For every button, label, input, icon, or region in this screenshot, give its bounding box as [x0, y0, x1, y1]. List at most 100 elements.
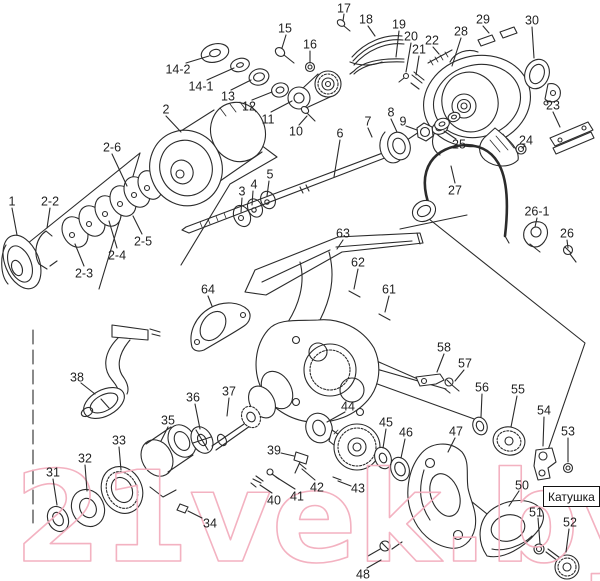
part-label-61: 61 [382, 283, 396, 297]
leader-line-58 [436, 353, 445, 373]
spool-callout: Катушка [543, 486, 600, 507]
part-label-9: 9 [400, 115, 407, 129]
leader-line-19 [395, 30, 400, 58]
leader-line-40 [259, 484, 273, 494]
part-label-2-4: 2-4 [108, 249, 126, 263]
part-label-46: 46 [399, 426, 413, 440]
part-label-37: 37 [222, 385, 236, 399]
leader-line-2-6 [111, 153, 128, 187]
leader-line-9 [405, 125, 418, 131]
leader-line-55 [510, 395, 518, 428]
part-label-58: 58 [437, 341, 451, 355]
part-label-25: 25 [452, 138, 466, 152]
leader-line-44 [326, 411, 346, 423]
part-label-28: 28 [454, 25, 468, 39]
spool-callout-label: Катушка [548, 489, 595, 504]
leader-line-7 [367, 127, 373, 138]
part-label-26: 26 [560, 227, 574, 241]
part-label-20: 20 [404, 30, 418, 44]
leader-line-1 [11, 207, 18, 236]
part-label-45: 45 [379, 416, 393, 430]
part-label-27: 27 [448, 184, 462, 198]
leader-line-13 [230, 79, 252, 91]
part-label-2-6: 2-6 [103, 141, 121, 155]
leader-line-18 [367, 25, 376, 37]
part-label-11: 11 [262, 113, 275, 127]
leader-line-41 [275, 476, 296, 490]
part-label-30: 30 [525, 14, 539, 28]
leader-lines [11, 13, 570, 569]
part-label-40: 40 [267, 494, 281, 508]
leader-line-26-1 [534, 217, 538, 228]
lower-left-group [46, 405, 262, 533]
part-label-39: 39 [267, 444, 281, 458]
part-label-32: 32 [78, 452, 92, 466]
leader-line-38 [80, 382, 96, 395]
leader-line-63 [336, 239, 344, 250]
part-label-2-3: 2-3 [75, 267, 93, 281]
leader-line-2-5 [132, 215, 143, 235]
leader-line-32 [84, 464, 88, 492]
leader-line-22 [432, 46, 440, 55]
leader-line-30 [531, 26, 535, 59]
part-label-62: 62 [351, 256, 365, 270]
part-label-63: 63 [336, 227, 350, 241]
leader-line-57 [454, 369, 465, 382]
part-label-36: 36 [186, 391, 200, 405]
part-label-55: 55 [511, 383, 525, 397]
part-label-6: 6 [337, 127, 344, 141]
watermark: 21vek.by [14, 444, 600, 581]
part-label-35: 35 [161, 414, 175, 428]
part-label-18: 18 [359, 13, 373, 27]
leader-line-37 [226, 397, 230, 417]
part-label-5: 5 [267, 168, 274, 182]
leader-line-42 [301, 468, 316, 481]
part-label-22: 22 [425, 34, 439, 48]
leader-line-62 [353, 268, 359, 290]
leader-line-61 [384, 295, 390, 313]
leader-line-5 [266, 180, 270, 197]
part-label-43: 43 [351, 482, 365, 496]
part-label-12: 12 [242, 100, 256, 114]
leader-line-35 [160, 426, 169, 442]
leader-line-2-3 [74, 243, 85, 267]
gear-cluster-group [250, 412, 410, 557]
part-label-2: 2 [163, 103, 170, 117]
leader-line-23 [552, 111, 561, 128]
leader-line-2-4 [108, 220, 118, 249]
part-label-21: 21 [412, 43, 426, 57]
leader-line-31 [52, 478, 58, 506]
part-label-15: 15 [278, 22, 292, 36]
leader-line-6 [333, 139, 341, 178]
leader-line-25 [443, 130, 457, 140]
right-cluster-group [407, 416, 580, 580]
leader-line-14-1 [206, 67, 235, 81]
leader-line-52 [565, 528, 570, 553]
part-label-51: 51 [529, 506, 543, 520]
leader-line-36 [194, 403, 201, 430]
part-label-64: 64 [201, 283, 215, 297]
part-label-41: 41 [290, 490, 304, 504]
part-label-10: 10 [289, 125, 303, 139]
leader-line-3 [240, 197, 243, 213]
part-label-52: 52 [563, 516, 577, 530]
part-label-2-5: 2-5 [134, 235, 152, 249]
leader-line-46 [400, 438, 406, 459]
part-label-23: 23 [546, 99, 560, 113]
part-label-50: 50 [515, 479, 529, 493]
part-label-14-2: 14-2 [165, 63, 190, 77]
part-label-47: 47 [449, 425, 463, 439]
part-label-44: 44 [341, 400, 355, 414]
leader-line-10 [298, 115, 308, 126]
part-label-17: 17 [337, 2, 351, 16]
part-label-7: 7 [365, 115, 372, 129]
part-label-2-2: 2-2 [41, 195, 59, 209]
shaft-group [181, 111, 461, 234]
leader-line-34 [187, 510, 203, 519]
leader-line-17 [342, 13, 345, 22]
leader-line-26 [566, 239, 569, 249]
leader-line-4 [251, 190, 254, 206]
leader-line-54 [542, 416, 545, 447]
part-label-53: 53 [561, 425, 575, 439]
